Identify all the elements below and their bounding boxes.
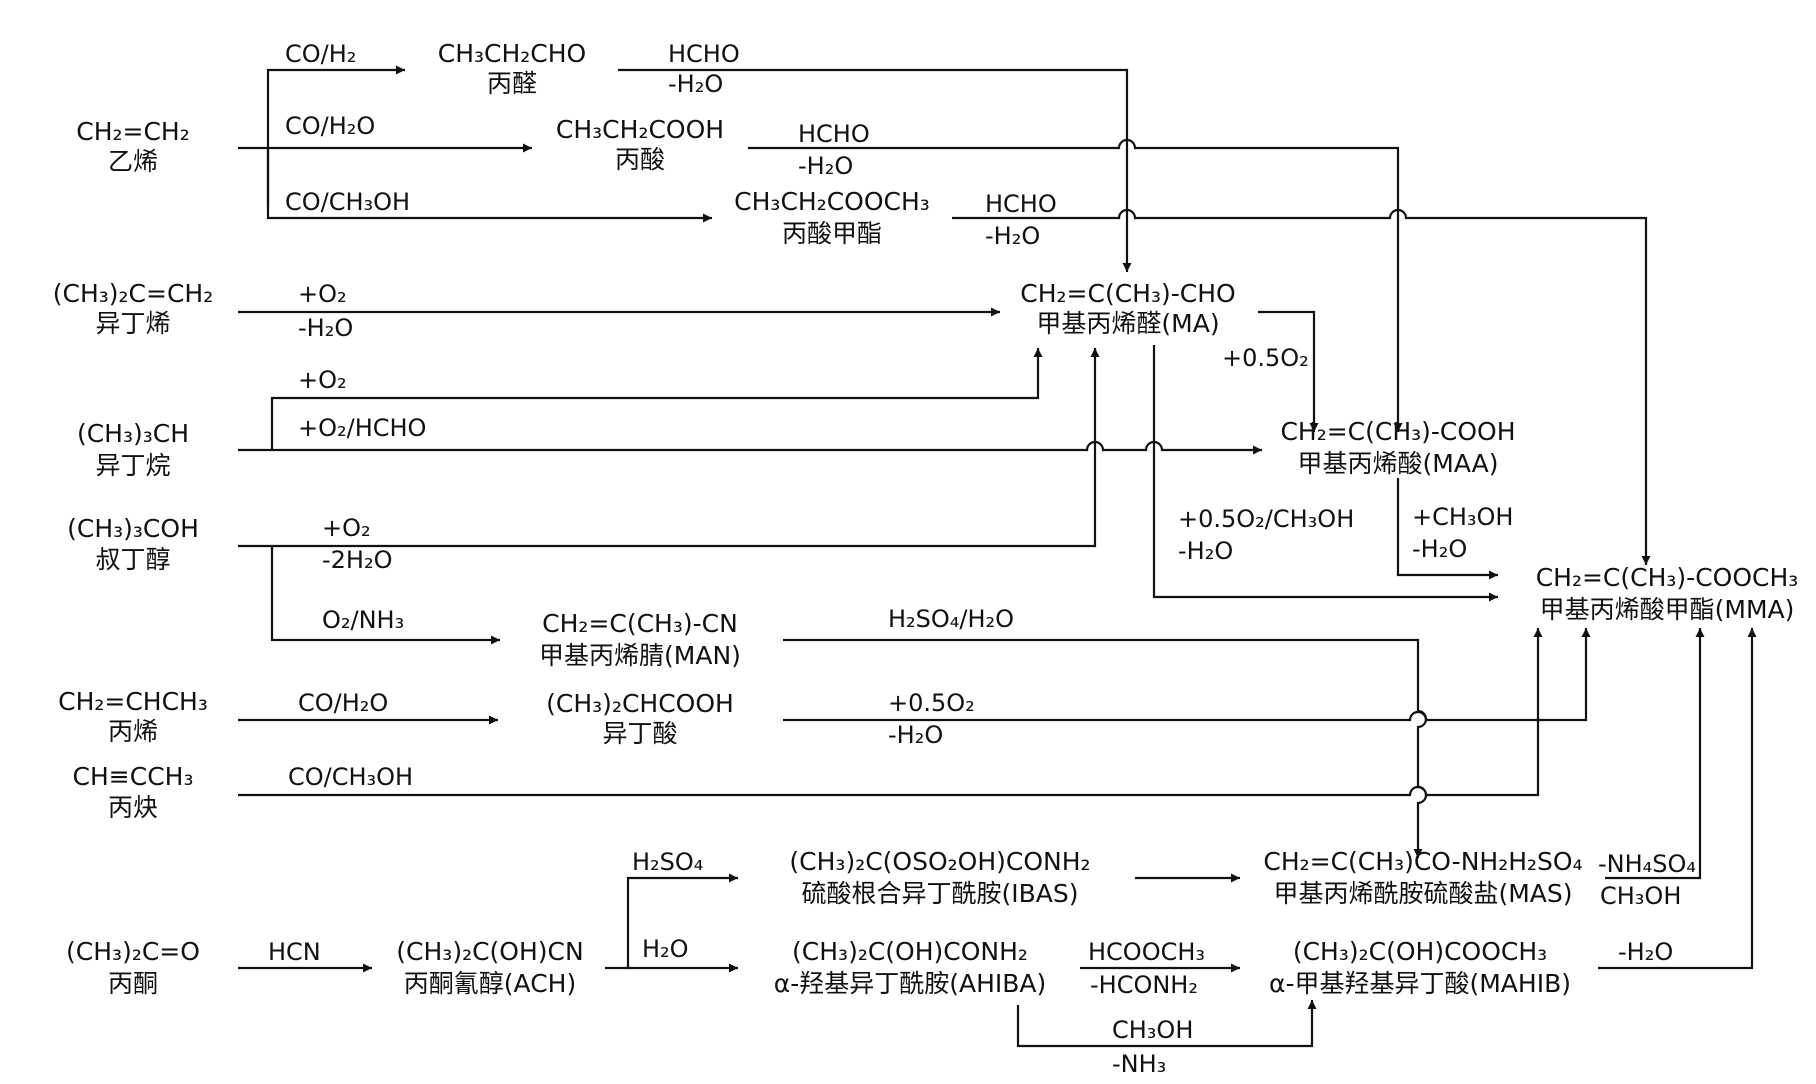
cond-hcho-3: HCHO	[985, 190, 1057, 218]
tba-name: 叔丁醇	[95, 545, 170, 574]
ma-name: 甲基丙烯醛(MA)	[1036, 309, 1219, 338]
arrow-tba-to-ma	[238, 348, 1100, 548]
cond-plus-o2-2: +O₂	[298, 366, 347, 394]
ethylene-formula: CH₂=CH₂	[76, 117, 190, 146]
cond-plus-ch3oh: +CH₃OH	[1412, 503, 1513, 531]
cond-minus-h2o-4: -H₂O	[298, 314, 353, 342]
isobutyric-acid-name: 异丁酸	[602, 719, 677, 748]
ach-name: 丙酮氰醇(ACH)	[404, 969, 576, 998]
cond-hcn: HCN	[268, 938, 321, 966]
compounds: CH₂=CH₂ 乙烯 (CH₃)₂C=CH₂ 异丁烯 (CH₃)₃CH 异丁烷 …	[53, 39, 1799, 998]
cond-h2so4-h2o: H₂SO₄/H₂O	[888, 605, 1014, 633]
cond-co-h2o-1: CO/H₂O	[285, 112, 375, 140]
cond-ch3oh-2: CH₃OH	[1600, 882, 1681, 910]
arrow-mahib-to-mma	[1598, 628, 1757, 970]
arrow-propionic-acid-to-maa	[748, 138, 1403, 432]
cond-plus-half-o2-1: +0.5O₂	[1222, 344, 1309, 372]
reaction-conditions: CO/H₂ CO/H₂O CO/CH₃OH HCHO -H₂O HCHO -H₂…	[268, 40, 1696, 1078]
isobutylene-formula: (CH₃)₂C=CH₂	[53, 279, 214, 308]
cond-plus-half-o2-ch3oh: +0.5O₂/CH₃OH	[1178, 505, 1354, 533]
isobutane-formula: (CH₃)₃CH	[77, 419, 189, 448]
propylene-name: 丙烯	[108, 717, 158, 746]
methyl-propionate-formula: CH₃CH₂COOCH₃	[734, 187, 930, 216]
arrow-propanal-to-ma	[618, 68, 1132, 272]
maa-name: 甲基丙烯酸(MAA)	[1298, 449, 1499, 478]
cond-minus-h2o-2: -H₂O	[798, 152, 853, 180]
cond-minus-nh4so4: -NH₄SO₄	[1598, 850, 1696, 878]
arrow-isobutane-to-ma	[270, 348, 1043, 450]
mma-formula: CH₂=C(CH₃)-COOCH₃	[1536, 563, 1799, 592]
cond-minus-h2o-6: -H₂O	[1412, 535, 1467, 563]
cond-minus-nh3: -NH₃	[1112, 1050, 1166, 1078]
ahiba-name: α-羟基异丁酰胺(AHIBA)	[774, 969, 1047, 998]
mas-name: 甲基丙烯酰胺硫酸盐(MAS)	[1273, 879, 1572, 908]
propionic-acid-name: 丙酸	[615, 145, 665, 174]
propyne-name: 丙炔	[108, 793, 158, 822]
mahib-formula: (CH₃)₂C(OH)COOCH₃	[1293, 937, 1547, 966]
cond-minus-h2o-5: -H₂O	[1178, 537, 1233, 565]
cond-minus-h2o-7: -H₂O	[888, 721, 943, 749]
arrow-ma-to-maa	[1258, 310, 1319, 432]
ach-formula: (CH₃)₂C(OH)CN	[396, 937, 583, 966]
isobutyric-acid-formula: (CH₃)₂CHCOOH	[546, 689, 734, 718]
man-name: 甲基丙烯腈(MAN)	[539, 641, 741, 670]
isobutane-name: 异丁烷	[95, 451, 170, 480]
cond-plus-half-o2-2: +0.5O₂	[888, 689, 975, 717]
cond-minus-2h2o: -2H₂O	[322, 546, 393, 574]
cond-o2-nh3: O₂/NH₃	[322, 606, 404, 634]
arrow-mas-to-mma	[1605, 628, 1705, 880]
mahib-name: α-甲基羟基异丁酸(MAHIB)	[1269, 969, 1571, 998]
cond-co-h2o-2: CO/H₂O	[298, 689, 388, 717]
ethylene-name: 乙烯	[108, 147, 158, 176]
cond-plus-o2-1: +O₂	[298, 280, 347, 308]
tba-formula: (CH₃)₃COH	[67, 514, 199, 543]
propanal-name: 丙醛	[487, 69, 537, 98]
ma-formula: CH₂=C(CH₃)-CHO	[1020, 279, 1235, 308]
acetone-formula: (CH₃)₂C=O	[66, 937, 200, 966]
cond-minus-h2o-1: -H₂O	[668, 70, 723, 98]
cond-hcooch3: HCOOCH₃	[1088, 938, 1205, 966]
cond-co-h2: CO/H₂	[285, 40, 356, 68]
cond-ch3oh: CH₃OH	[1112, 1016, 1193, 1044]
cond-co-ch3oh-2: CO/CH₃OH	[288, 763, 413, 791]
arrow-ethylene-to-methyl-propionate	[266, 148, 712, 223]
connector-lines	[238, 65, 1757, 1048]
cond-hcho-2: HCHO	[798, 120, 870, 148]
cond-hcho-1: HCHO	[668, 40, 740, 68]
propylene-formula: CH₂=CHCH₃	[58, 687, 208, 716]
arrow-ach-to-ibas	[605, 873, 738, 970]
cond-minus-hconh2: -HCONH₂	[1090, 971, 1198, 999]
cond-minus-h2o-3: -H₂O	[985, 222, 1040, 250]
cond-co-ch3oh-1: CO/CH₃OH	[285, 188, 410, 216]
cond-h2o: H₂O	[642, 935, 689, 963]
arrow-tba-to-man	[270, 546, 500, 645]
cond-plus-o2-hcho: +O₂/HCHO	[298, 414, 426, 442]
cond-plus-o2-3: +O₂	[322, 514, 371, 542]
acetone-name: 丙酮	[108, 969, 158, 998]
isobutylene-name: 异丁烯	[95, 309, 170, 338]
propionic-acid-formula: CH₃CH₂COOH	[556, 115, 724, 144]
arrow-methyl-propionate-to-mma	[952, 208, 1651, 565]
propanal-formula: CH₃CH₂CHO	[438, 39, 587, 68]
arrow-ma-to-mma	[1152, 345, 1498, 602]
ibas-name: 硫酸根合异丁酰胺(IBAS)	[801, 879, 1078, 908]
mas-formula: CH₂=C(CH₃)CO-NH₂H₂SO₄	[1263, 847, 1582, 876]
ahiba-formula: (CH₃)₂C(OH)CONH₂	[792, 937, 1028, 966]
mma-name: 甲基丙烯酸甲酯(MMA)	[1540, 595, 1795, 624]
arrow-propyne-to-mma	[238, 628, 1543, 797]
cond-minus-h2o-8: -H₂O	[1618, 938, 1673, 966]
maa-formula: CH₂=C(CH₃)-COOH	[1280, 417, 1515, 446]
propyne-formula: CH≡CCH₃	[73, 762, 194, 791]
man-formula: CH₂=C(CH₃)-CN	[542, 609, 738, 638]
arrow-man-to-mas	[783, 638, 1428, 858]
arrow-maa-to-mma	[1396, 478, 1498, 580]
arrow-isobutyric-acid-to-mma	[783, 628, 1591, 722]
cond-h2so4: H₂SO₄	[632, 848, 703, 876]
methyl-propionate-name: 丙酸甲酯	[782, 219, 882, 248]
arrow-ahiba-to-mahib-via-ch3oh	[1016, 1000, 1317, 1048]
arrow-isobutane-to-maa	[238, 440, 1262, 455]
ibas-formula: (CH₃)₂C(OSO₂OH)CONH₂	[789, 847, 1090, 876]
